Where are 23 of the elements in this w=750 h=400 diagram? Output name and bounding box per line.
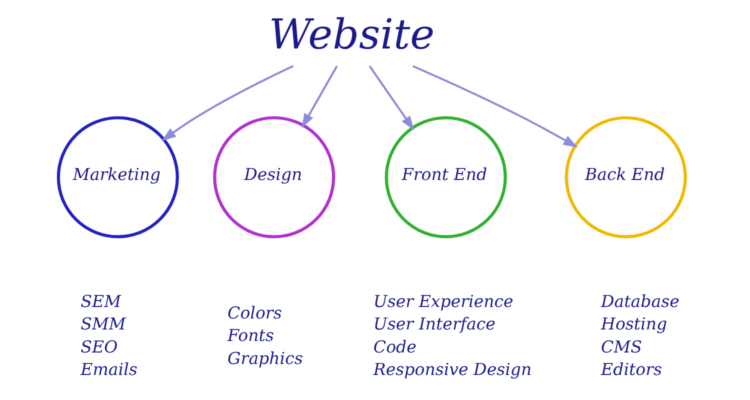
node-label: Responsive Design [372,360,532,380]
node-circle: Marketing [56,116,178,238]
arrow [412,65,578,148]
node-label: SEM [80,292,121,311]
node-label: SMM [80,314,126,334]
node-label: Graphics [227,348,302,368]
node-label: Colors [227,303,282,322]
node-label: Editors [600,360,662,380]
node-label: User Experience [372,292,513,311]
node-label: Hosting [600,314,667,334]
node-circle: Design [212,116,335,238]
node-label: Database [600,292,679,311]
node-label: User Interface [372,314,495,334]
node-label: Emails [80,360,137,380]
node-circle: Back End [564,116,686,238]
node-label: Code [372,337,416,356]
node-label: SEO [80,337,118,356]
arrow [301,66,338,128]
node-label: CMS [600,337,642,356]
arrow [368,65,414,130]
node-text: Website [268,10,434,58]
node-label: Fonts [227,326,274,346]
arrow [161,65,294,142]
